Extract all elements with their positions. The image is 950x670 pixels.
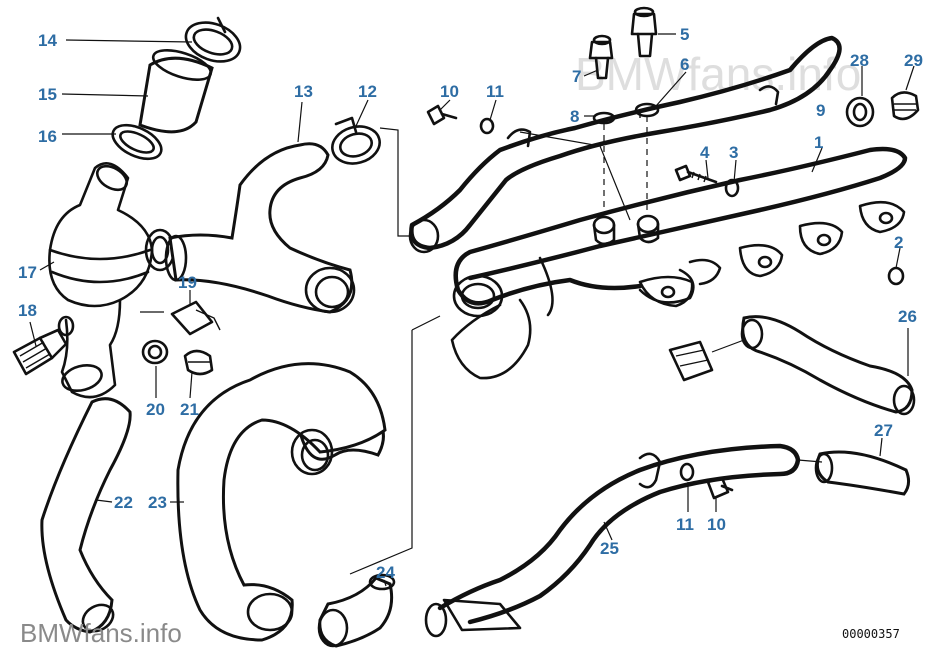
callout-13: 13 (294, 82, 313, 101)
hose-26 (668, 315, 916, 416)
callout-7: 7 (572, 67, 581, 86)
callout-22: 22 (114, 493, 133, 512)
pipe-25 (424, 443, 801, 638)
callout-20: 20 (146, 400, 165, 419)
callout-11-top: 11 (486, 82, 504, 101)
y-hose (164, 142, 356, 314)
bolt-parts (426, 91, 920, 286)
diagram-code: 00000357 (842, 627, 900, 641)
callout-26: 26 (898, 307, 917, 326)
callout-23: 23 (148, 493, 167, 512)
callout-2: 2 (894, 233, 903, 252)
watermark-bottom: BMWfans.info (20, 618, 182, 648)
callout-29: 29 (904, 51, 923, 70)
callout-4: 4 (700, 143, 710, 162)
callout-21: 21 (180, 400, 199, 419)
callout-16: 16 (38, 127, 57, 146)
callout-8: 8 (570, 107, 579, 126)
callout-labels: 1 2 3 4 5 6 7 8 9 10 10 11 11 12 13 14 1… (18, 25, 923, 582)
callout-19: 19 (178, 273, 197, 292)
callout-28: 28 (850, 51, 869, 70)
hose-clamp-12 (331, 116, 381, 165)
callout-25: 25 (600, 539, 619, 558)
callout-14: 14 (38, 31, 57, 50)
temp-sensors (588, 6, 660, 215)
callout-27: 27 (874, 421, 893, 440)
callout-24: 24 (376, 563, 395, 582)
hose-22 (40, 397, 132, 634)
callout-9: 9 (816, 101, 825, 120)
main-manifold (450, 146, 908, 380)
callout-15: 15 (38, 85, 57, 104)
callout-6: 6 (680, 55, 689, 74)
callout-5: 5 (680, 25, 689, 44)
thermostat-housing (12, 16, 242, 399)
hose-27 (814, 450, 911, 496)
upper-pipe (408, 35, 842, 254)
hose-23 (176, 362, 387, 642)
callout-11-bottom: 11 (676, 515, 694, 534)
callout-3: 3 (729, 143, 738, 162)
callout-10-top: 10 (440, 82, 459, 101)
hose-24 (317, 573, 396, 648)
callout-10-bottom: 10 (707, 515, 726, 534)
callout-12: 12 (358, 82, 377, 101)
small-fittings (141, 300, 221, 376)
leader-lines (29, 33, 915, 587)
callout-17: 17 (18, 263, 37, 282)
callout-18: 18 (18, 301, 37, 320)
callout-1: 1 (814, 133, 823, 152)
